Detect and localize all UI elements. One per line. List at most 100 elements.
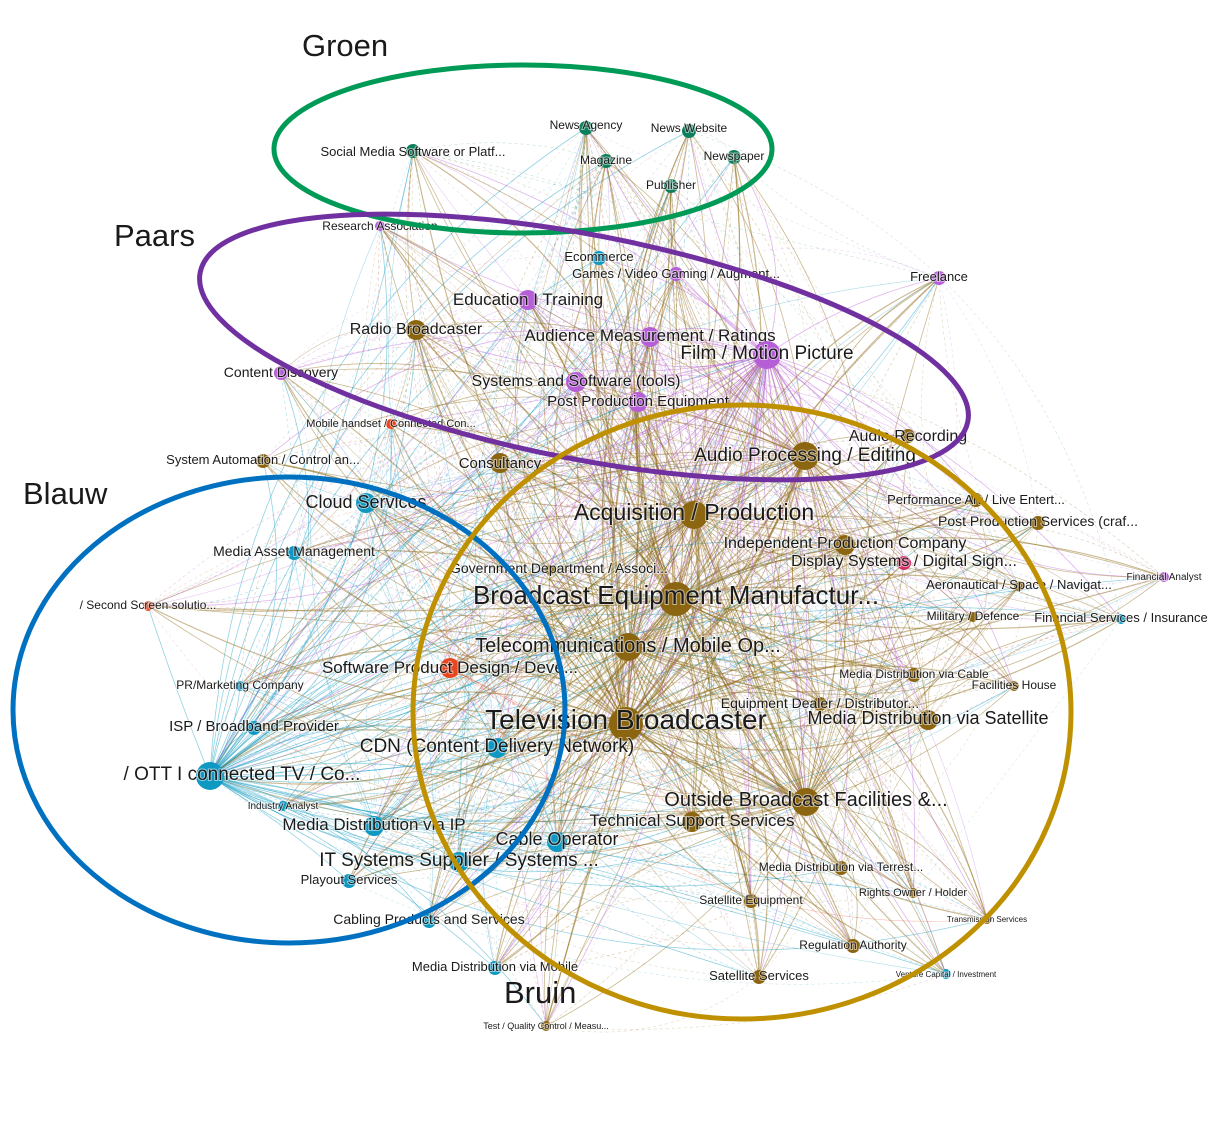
node-ott-i-connected-tv-co[interactable]: / OTT I connected TV / Co... [123, 762, 361, 790]
node-technical-support-services[interactable]: Technical Support Services [588, 810, 796, 832]
node-marker [545, 565, 555, 575]
node-it-systems-supplier-systems[interactable]: IT Systems Supplier / Systems ... [318, 849, 600, 872]
node-regulation-authority[interactable]: Regulation Authority [798, 937, 908, 953]
node-telecommunications-mobile-op[interactable]: Telecommunications / Mobile Op... [474, 633, 782, 661]
edge-485 [293, 127, 587, 554]
node-media-distribution-via-satellite[interactable]: Media Distribution via Satellite [806, 707, 1050, 730]
node-newspaper[interactable]: Newspaper [703, 148, 765, 164]
edge-1090 [517, 381, 577, 1027]
node-news-website[interactable]: News Website [650, 120, 729, 138]
edge-981 [625, 723, 988, 920]
node-publisher[interactable]: Publisher [645, 177, 697, 193]
node-satellite-services[interactable]: Satellite Services [708, 967, 810, 984]
edge-380 [365, 418, 806, 504]
node-audio-processing-editing[interactable]: Audio Processing / Editing [693, 442, 917, 470]
edge-311 [209, 423, 392, 777]
node-media-asset-management[interactable]: Media Asset Management [212, 542, 376, 560]
node-financial-services-insurance[interactable]: Financial Services / Insurance [1033, 609, 1208, 626]
node-consultancy[interactable]: Consultancy [458, 453, 543, 473]
node-independent-production-company[interactable]: Independent Production Company [723, 534, 967, 555]
node-marker [932, 271, 946, 285]
node-test-quality-control-measu[interactable]: Test / Quality Control / Measu... [482, 1020, 610, 1032]
node-facilities-house[interactable]: Facilities House [971, 677, 1058, 693]
edge-150 [675, 273, 974, 618]
node-outside-broadcast-facilities[interactable]: Outside Broadcast Facilities &... [663, 788, 949, 816]
edge-376 [549, 455, 806, 571]
edge-285 [637, 401, 807, 803]
edge-469 [293, 549, 677, 600]
node-playout-services[interactable]: Playout Services [300, 871, 399, 888]
node-acquisition-production[interactable]: Acquisition / Production [573, 498, 815, 529]
node-audio-recording[interactable]: Audio Recording [848, 427, 968, 446]
edge-255 [280, 372, 693, 823]
node-software-product-design-deve[interactable]: Software Product Design / Deve... [321, 657, 579, 678]
edge-166 [805, 277, 958, 803]
edge-854 [449, 667, 693, 823]
node-post-production-services-craf[interactable]: Post Production Services (craf... [937, 512, 1139, 530]
node-education-i-training[interactable]: Education I Training [452, 289, 604, 310]
edge-361 [499, 130, 690, 464]
edge-743 [253, 727, 375, 827]
node-venture-capital-investment[interactable]: Venture Capital / Investment [895, 969, 998, 980]
edge-401 [625, 499, 977, 725]
node-audience-measurement-ratings[interactable]: Audience Measurement / Ratings [523, 325, 777, 347]
edge-1073 [805, 801, 947, 975]
edge-679 [239, 336, 651, 687]
edge-281 [637, 401, 684, 600]
node-content-discovery[interactable]: Content Discovery [223, 363, 339, 381]
edge-180 [527, 299, 693, 823]
node-satellite-equipment[interactable]: Satellite Equipment [698, 892, 804, 908]
node-media-distribution-via-mobile[interactable]: Media Distribution via Mobile [411, 958, 579, 975]
node-government-department-associ[interactable]: Government Department / Associ... [449, 559, 669, 577]
node-magazine[interactable]: Magazine [579, 152, 633, 168]
edge-337 [262, 460, 627, 725]
node-industry-analyst[interactable]: Industry Analyst [247, 800, 320, 813]
edge-667 [819, 674, 915, 705]
node-system-automation-control-an[interactable]: System Automation / Control an... [165, 451, 361, 468]
edge-123 [553, 257, 627, 725]
node-aeronautical-space-navigat[interactable]: Aeronautical / Space / Navigat... [925, 576, 1113, 593]
edge-660 [575, 381, 915, 676]
edge-110 [379, 225, 639, 403]
edge-216 [373, 336, 651, 827]
edge-588 [627, 616, 974, 673]
node-military-defence[interactable]: Military / Defence [926, 608, 1021, 624]
node-television-broadcaster[interactable]: Television Broadcaster [484, 703, 768, 741]
node-social-media-software-or-platf[interactable]: Social Media Software or Platf... [320, 143, 507, 160]
node-systems-and-software-tools[interactable]: Systems and Software (tools) [471, 372, 681, 392]
edge-482 [293, 299, 529, 554]
node-freelance[interactable]: Freelance [909, 268, 969, 285]
edge-489 [675, 555, 905, 600]
node-equipment-dealer-distributor[interactable]: Equipment Dealer / Distributor... [720, 694, 920, 712]
node-cdn-content-delivery-network[interactable]: CDN (Content Delivery Network) [359, 735, 635, 758]
node-media-distribution-via-ip[interactable]: Media Distribution via IP [281, 814, 467, 836]
node-pr-marketing-company[interactable]: PR/Marketing Company [175, 677, 304, 693]
node-isp-broadband-provider[interactable]: ISP / Broadband Provider [168, 717, 340, 736]
node-rights-owner-holder[interactable]: Rights Owner / Holder [858, 886, 969, 900]
edge-873 [373, 719, 929, 853]
node-media-distribution-via-cable[interactable]: Media Distribution via Cable [838, 666, 990, 682]
edge-1079 [348, 880, 947, 985]
edge-147 [675, 273, 719, 823]
node-post-production-equipment[interactable]: Post Production Equipment [546, 392, 731, 412]
edge-1074 [649, 336, 947, 975]
node-ecommerce[interactable]: Ecommerce [563, 248, 635, 265]
node-film-motion-picture[interactable]: Film / Motion Picture [679, 341, 855, 369]
edge-577 [147, 381, 577, 607]
node-label: PR/Marketing Company [176, 678, 303, 692]
node-financial-analyst[interactable]: Financial Analyst [1125, 571, 1202, 584]
node-second-screen-solutio[interactable]: / Second Screen solutio... [79, 597, 218, 613]
node-media-distribution-via-terrest[interactable]: Media Distribution via Terrest... [758, 859, 924, 875]
edge-828 [693, 514, 807, 803]
node-broadcast-equipment-manufactur[interactable]: Broadcast Equipment Manufactur... [472, 579, 880, 616]
node-radio-broadcaster[interactable]: Radio Broadcaster [349, 320, 484, 340]
node-display-systems-digital-sign[interactable]: Display Systems / Digital Sign... [790, 552, 1018, 571]
edge-700 [649, 336, 1015, 687]
node-news-agency[interactable]: News Agency [549, 117, 623, 135]
edge-987 [575, 381, 988, 920]
node-cabling-products-and-services[interactable]: Cabling Products and Services [332, 910, 526, 928]
edge-137 [675, 273, 697, 516]
edge-671 [239, 451, 806, 687]
edge-21 [688, 130, 768, 356]
